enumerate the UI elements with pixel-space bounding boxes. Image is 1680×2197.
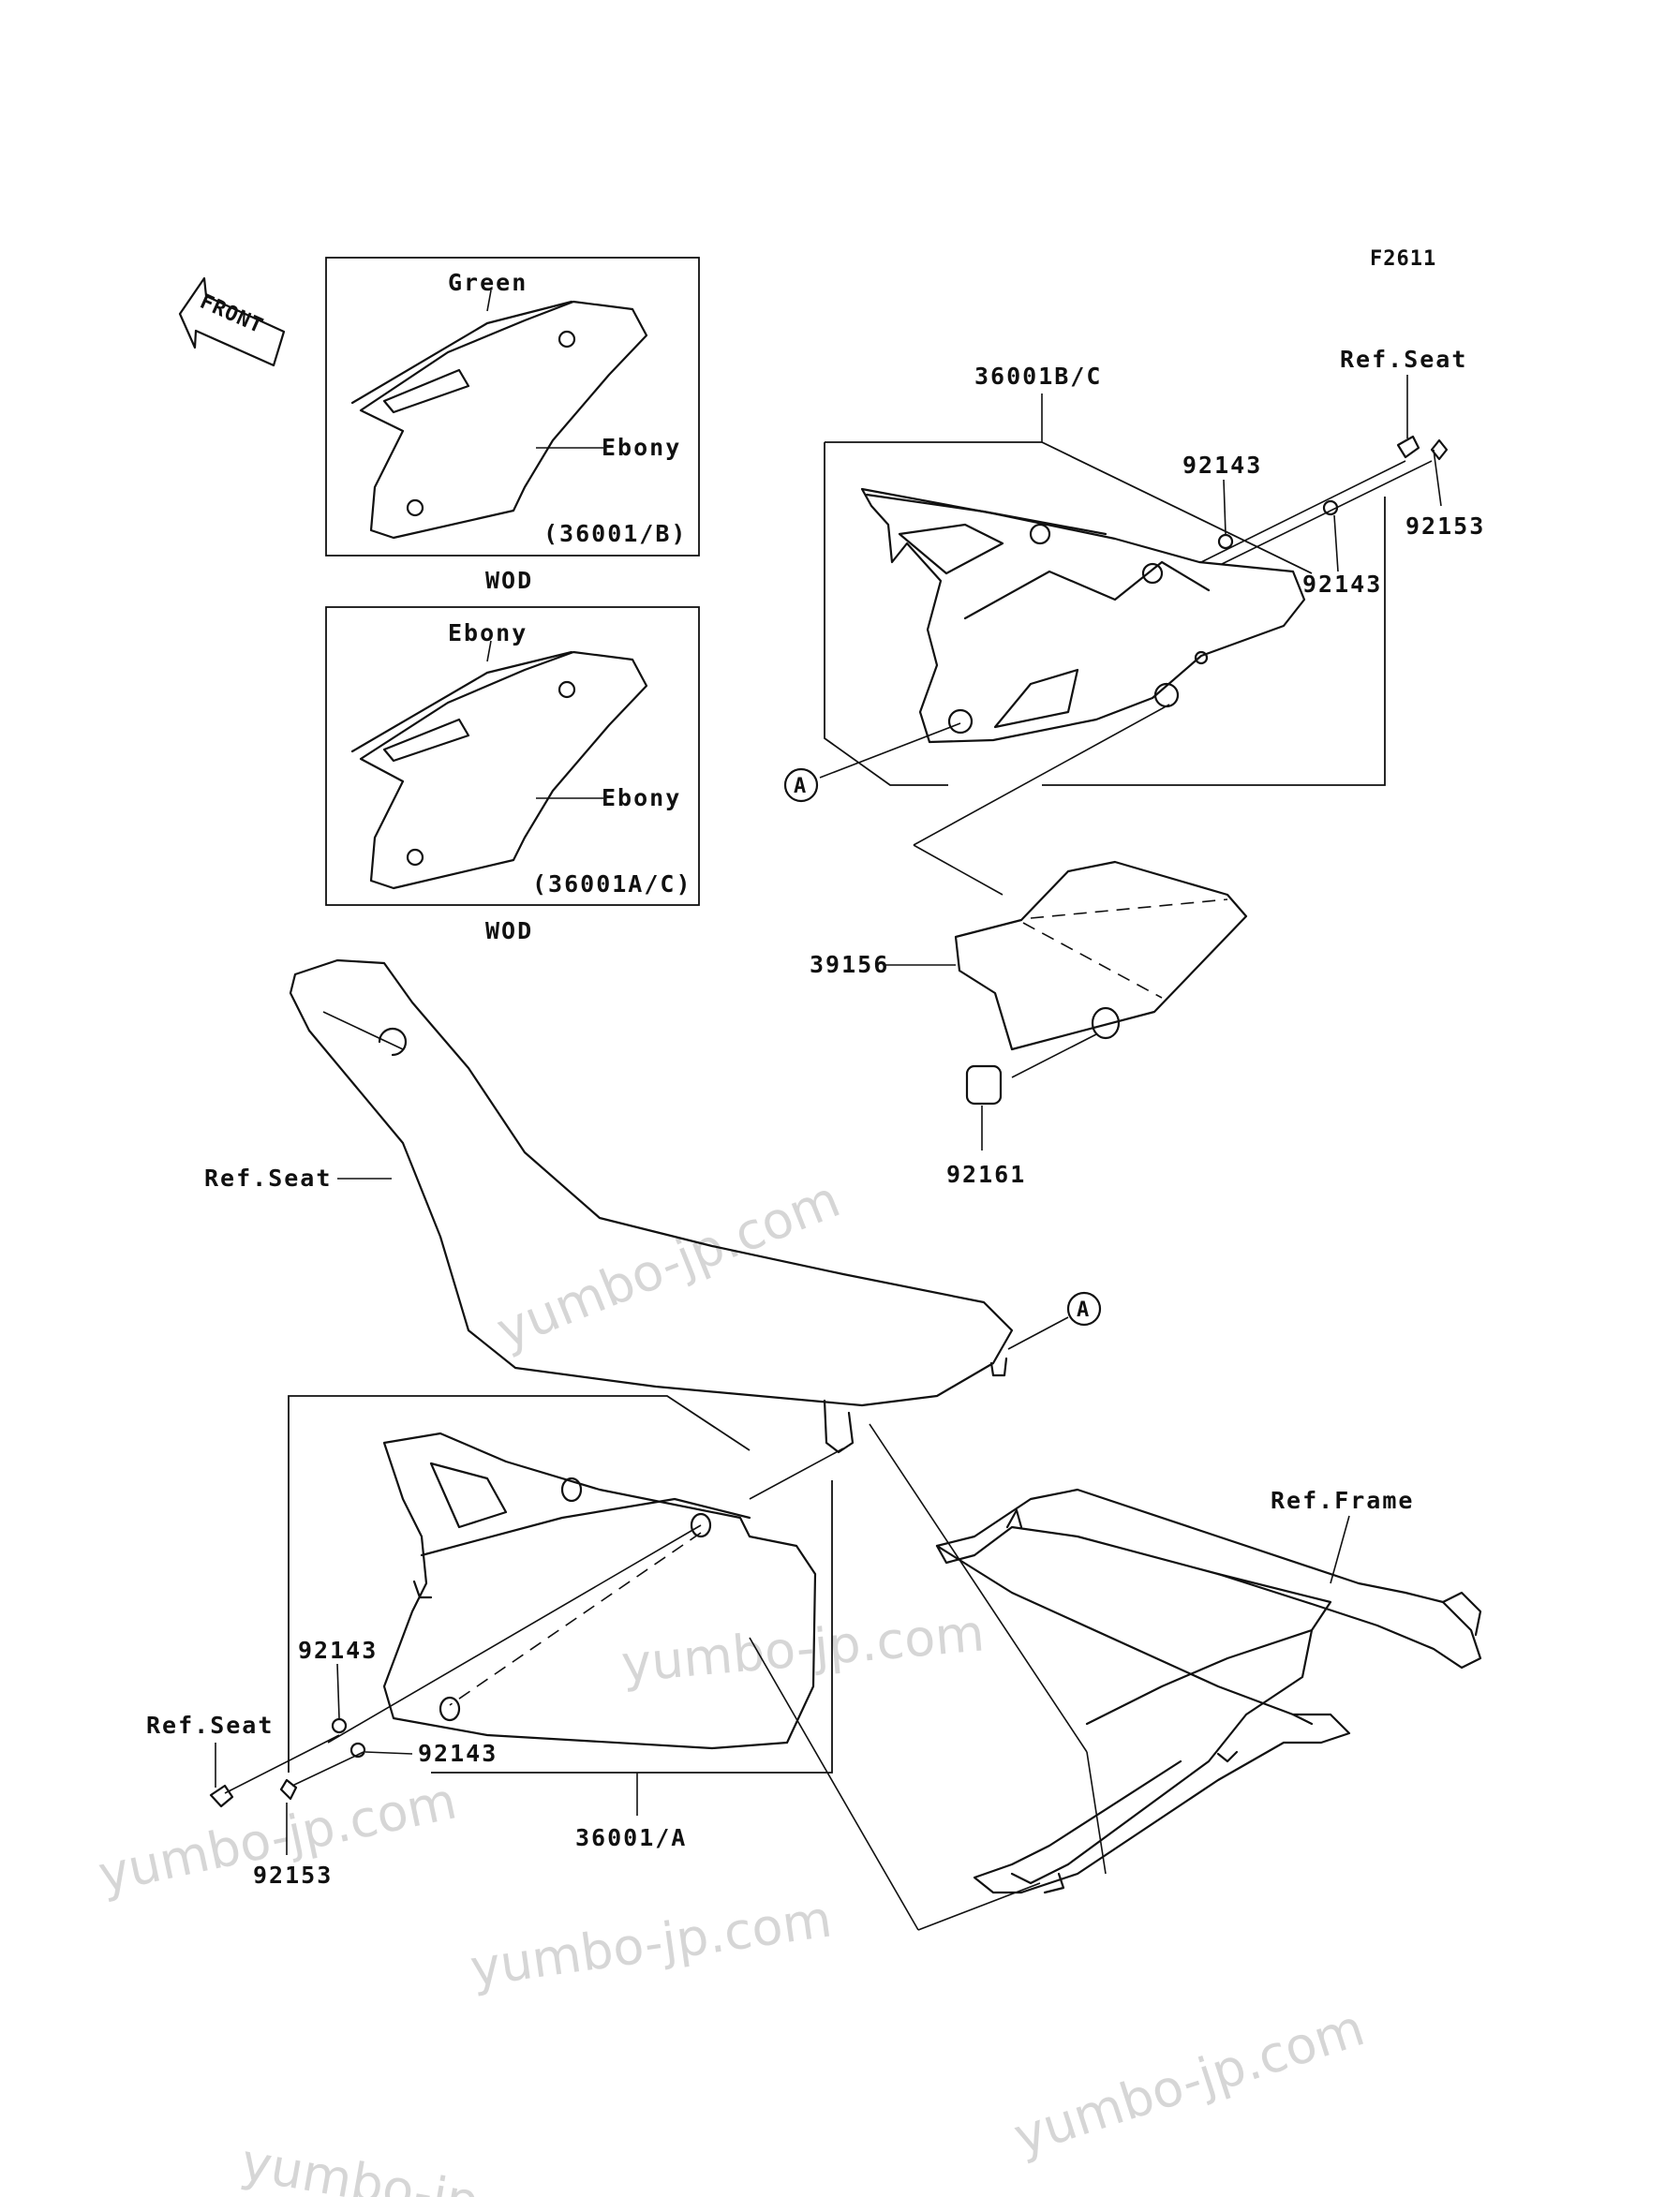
ref-seat-label-top: Ref.Seat xyxy=(1340,346,1467,373)
washer-label-upper: 92143 xyxy=(1182,452,1262,479)
figure-code: F2611 xyxy=(1370,247,1436,271)
front-arrow-icon: FRONT xyxy=(178,276,286,367)
watermarks: yumbo-jp.com yumbo-jp.com yumbo-jp.com y… xyxy=(94,1169,1372,2197)
front-label: FRONT xyxy=(197,290,267,339)
washer-icon xyxy=(1322,499,1339,516)
watermark: yumbo-jp.com xyxy=(467,1889,835,1997)
ref-seat-label-bottom: Ref.Seat xyxy=(146,1712,274,1739)
watermark: yumbo-jp.com xyxy=(237,2132,605,2197)
watermark: yumbo-jp.com xyxy=(619,1603,987,1694)
washer-icon xyxy=(1217,533,1234,550)
seat: Ref.Seat A xyxy=(204,958,1102,1454)
inset2-side-color: Ebony xyxy=(602,784,681,811)
washer-label-left-upper: 92143 xyxy=(298,1637,378,1664)
inset1-side-color: Ebony xyxy=(602,434,681,461)
inset1-caption: WOD xyxy=(485,567,533,594)
bolt-icon xyxy=(1396,435,1420,459)
rear-frame: Ref.Frame xyxy=(935,1487,1482,1894)
pad-39156: 39156 92161 xyxy=(810,860,1248,1188)
ref-frame-label: Ref.Frame xyxy=(1271,1487,1414,1514)
point-a-label: A xyxy=(794,775,807,798)
inset2-caption: WOD xyxy=(485,917,533,944)
damper-label: 92161 xyxy=(946,1161,1026,1188)
watermark: yumbo-jp.com xyxy=(488,1169,848,1360)
left-cover-label: 36001/A xyxy=(575,1824,687,1851)
washer-icon xyxy=(331,1717,348,1734)
point-a-label: A xyxy=(1077,1299,1090,1322)
pad-label: 39156 xyxy=(810,951,889,978)
right-cover-label: 36001B/C xyxy=(974,363,1102,390)
watermark: yumbo-jp.com xyxy=(1007,1997,1372,2166)
inset1-part-ref: (36001/B) xyxy=(543,520,687,547)
bolt-icon xyxy=(1430,438,1449,461)
bolt-icon xyxy=(279,1778,298,1801)
left-side-cover: 36001/A 92143 92143 Ref.Seat 92153 xyxy=(146,1395,844,1889)
washer-icon xyxy=(349,1742,366,1759)
bolt-label-left: 92153 xyxy=(253,1862,333,1889)
washer-label-left-lower: 92143 xyxy=(418,1740,498,1767)
washer-label-lower: 92143 xyxy=(1302,571,1382,598)
point-a-marker xyxy=(783,767,819,803)
seat-frame-leaders xyxy=(749,1423,1107,1931)
inset-36001-b: Green Ebony (36001/B) WOD xyxy=(325,257,700,594)
right-side-cover: 36001B/C 92143 92143 92153 Ref.Seat A xyxy=(783,346,1485,896)
inset-36001a-c: Ebony Ebony (36001A/C) WOD xyxy=(325,606,700,944)
bolt-label-right: 92153 xyxy=(1405,512,1485,540)
inset2-top-color: Ebony xyxy=(448,619,528,646)
inset1-top-color: Green xyxy=(448,269,528,296)
bolt-icon xyxy=(209,1784,234,1808)
ref-seat-label-left: Ref.Seat xyxy=(204,1165,332,1192)
inset2-part-ref: (36001A/C) xyxy=(532,870,692,898)
point-a-marker xyxy=(1066,1291,1102,1327)
damper-icon xyxy=(965,1064,1003,1106)
